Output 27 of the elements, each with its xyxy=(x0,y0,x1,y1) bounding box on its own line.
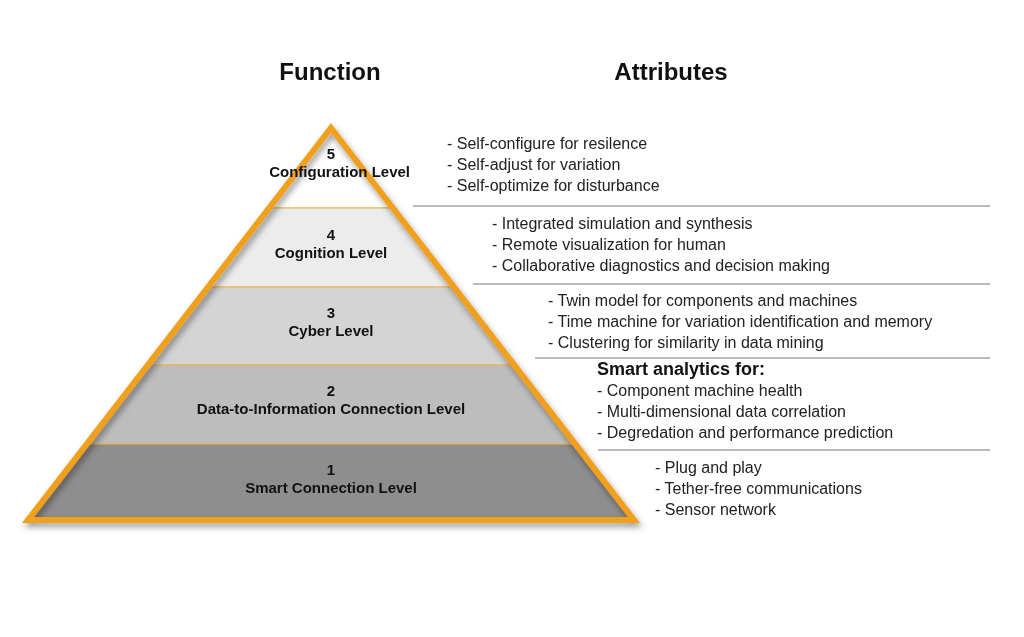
attribute-text: - Time machine for variation identification and memory xyxy=(548,313,933,330)
level-label: 4 xyxy=(326,226,336,243)
level-label: 1 xyxy=(326,461,336,478)
attribute-text: - Self-configure for resilence xyxy=(447,135,648,152)
level-label: 2 xyxy=(326,382,336,399)
column-heading: Attributes xyxy=(614,58,728,86)
level-label: Data-to-Information Connection Level xyxy=(196,400,466,417)
attribute-text: - Self-optimize for disturbance xyxy=(447,177,660,194)
attribute-text: - Component machine health xyxy=(597,382,803,399)
column-heading: Function xyxy=(279,58,381,86)
level-label: Cognition Level xyxy=(274,244,388,261)
attribute-text: Smart analytics for: xyxy=(597,359,766,379)
level-label: 3 xyxy=(326,304,336,321)
attribute-text: - Integrated simulation and synthesis xyxy=(492,215,753,232)
level-label: Smart Connection Level xyxy=(245,479,417,496)
attribute-text: - Collaborative diagnostics and decision making xyxy=(492,257,830,274)
attribute-text: - Tether-free communications xyxy=(655,480,862,497)
level-label: Cyber Level xyxy=(288,322,374,339)
attribute-text: - Sensor network xyxy=(655,501,776,518)
level-label: 5 xyxy=(326,145,336,162)
attribute-text: - Clustering for similarity in data mining xyxy=(548,334,824,351)
attribute-text: - Twin model for components and machines xyxy=(548,292,858,309)
attribute-text: - Remote visualization for human xyxy=(492,236,726,253)
attribute-text: - Degredation and performance prediction xyxy=(597,424,894,441)
attribute-text: - Multi-dimensional data correlation xyxy=(597,403,846,420)
attribute-text: - Self-adjust for variation xyxy=(447,156,621,173)
attribute-text: - Plug and play xyxy=(655,459,762,476)
